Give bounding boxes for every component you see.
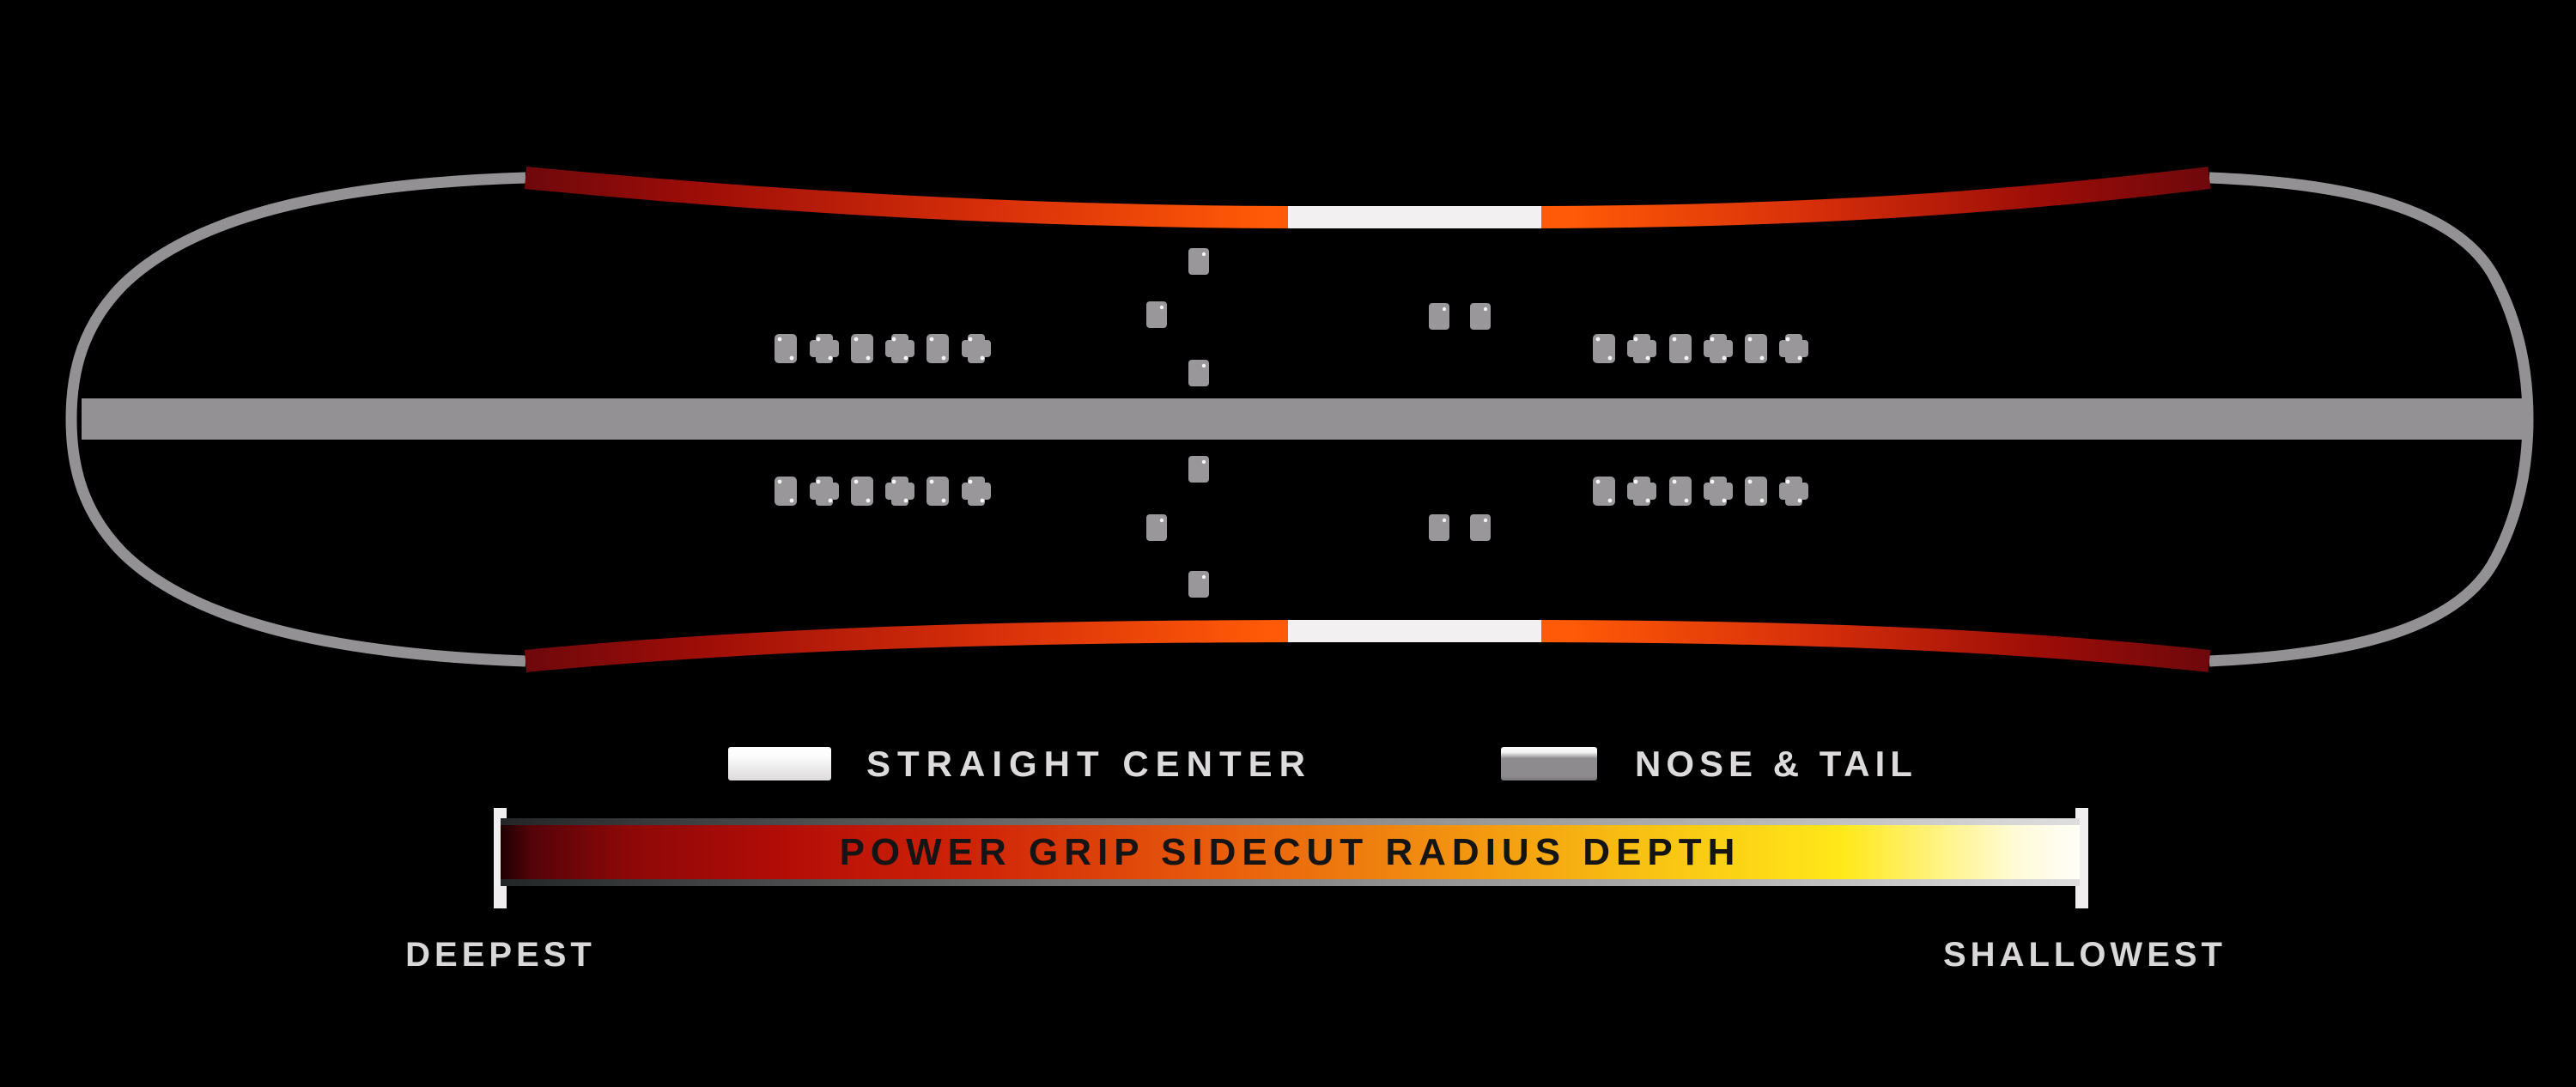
bar-body: POWER GRIP SIDECUT RADIUS DEPTH	[501, 825, 2080, 879]
insert-pack	[1779, 334, 1808, 363]
insert-pack	[810, 477, 839, 506]
deepest-label: DEEPEST	[405, 936, 596, 974]
powergrip-gradient-bar: POWER GRIP SIDECUT RADIUS DEPTH	[501, 818, 2080, 886]
bottom-edge-sidecut-line	[524, 620, 2211, 672]
bar-top-bevel	[501, 818, 2080, 825]
insert-pack	[1669, 477, 1692, 506]
legend-label-straight-center: STRAIGHT CENTER	[866, 744, 1312, 784]
scale-bar-title: POWER GRIP SIDECUT RADIUS DEPTH	[839, 830, 1741, 873]
reference-mark	[1188, 456, 1209, 483]
legend-item-straight-center: STRAIGHT CENTER	[728, 744, 1312, 784]
insert-pack	[775, 334, 797, 363]
binding-insert-packs	[775, 334, 1808, 506]
insert-pack	[851, 334, 873, 363]
insert-pack	[810, 334, 839, 363]
reference-mark	[1470, 514, 1491, 541]
insert-pack	[1704, 334, 1733, 363]
insert-pack	[885, 334, 914, 363]
insert-pack	[1779, 477, 1808, 506]
insert-pack	[1627, 334, 1656, 363]
shallowest-label: SHALLOWEST	[1943, 936, 2227, 974]
board-nose-outline	[65, 172, 526, 667]
reference-mark	[1188, 248, 1209, 275]
insert-pack	[885, 477, 914, 506]
insert-pack	[1745, 334, 1767, 363]
reference-mark	[1146, 301, 1167, 328]
insert-pack	[927, 477, 949, 506]
insert-pack	[962, 334, 991, 363]
board-centerline	[82, 398, 2524, 440]
nose-tail-swatch	[1501, 747, 1597, 780]
reference-mark	[1429, 303, 1449, 330]
reference-mark	[1188, 571, 1209, 598]
insert-pack	[1704, 477, 1733, 506]
board-tail-outline	[2208, 172, 2534, 667]
insert-pack	[775, 477, 797, 506]
reference-mark	[1470, 303, 1491, 330]
legend-item-nose-tail: NOSE & TAIL	[1501, 744, 1917, 784]
insert-pack	[1669, 334, 1692, 363]
reference-mark	[1429, 514, 1449, 541]
top-edge-sidecut-line	[524, 167, 2211, 228]
bar-bottom-bevel	[501, 879, 2080, 886]
insert-pack	[1627, 477, 1656, 506]
straight-center-swatch	[728, 747, 831, 780]
reference-marks	[1146, 248, 1491, 598]
insert-pack	[851, 477, 873, 506]
legend-label-nose-tail: NOSE & TAIL	[1635, 744, 1917, 784]
insert-pack	[1593, 334, 1615, 363]
insert-pack	[927, 334, 949, 363]
reference-mark	[1146, 514, 1167, 541]
reference-mark	[1188, 360, 1209, 386]
insert-pack	[1593, 477, 1615, 506]
insert-pack	[962, 477, 991, 506]
insert-pack	[1745, 477, 1767, 506]
